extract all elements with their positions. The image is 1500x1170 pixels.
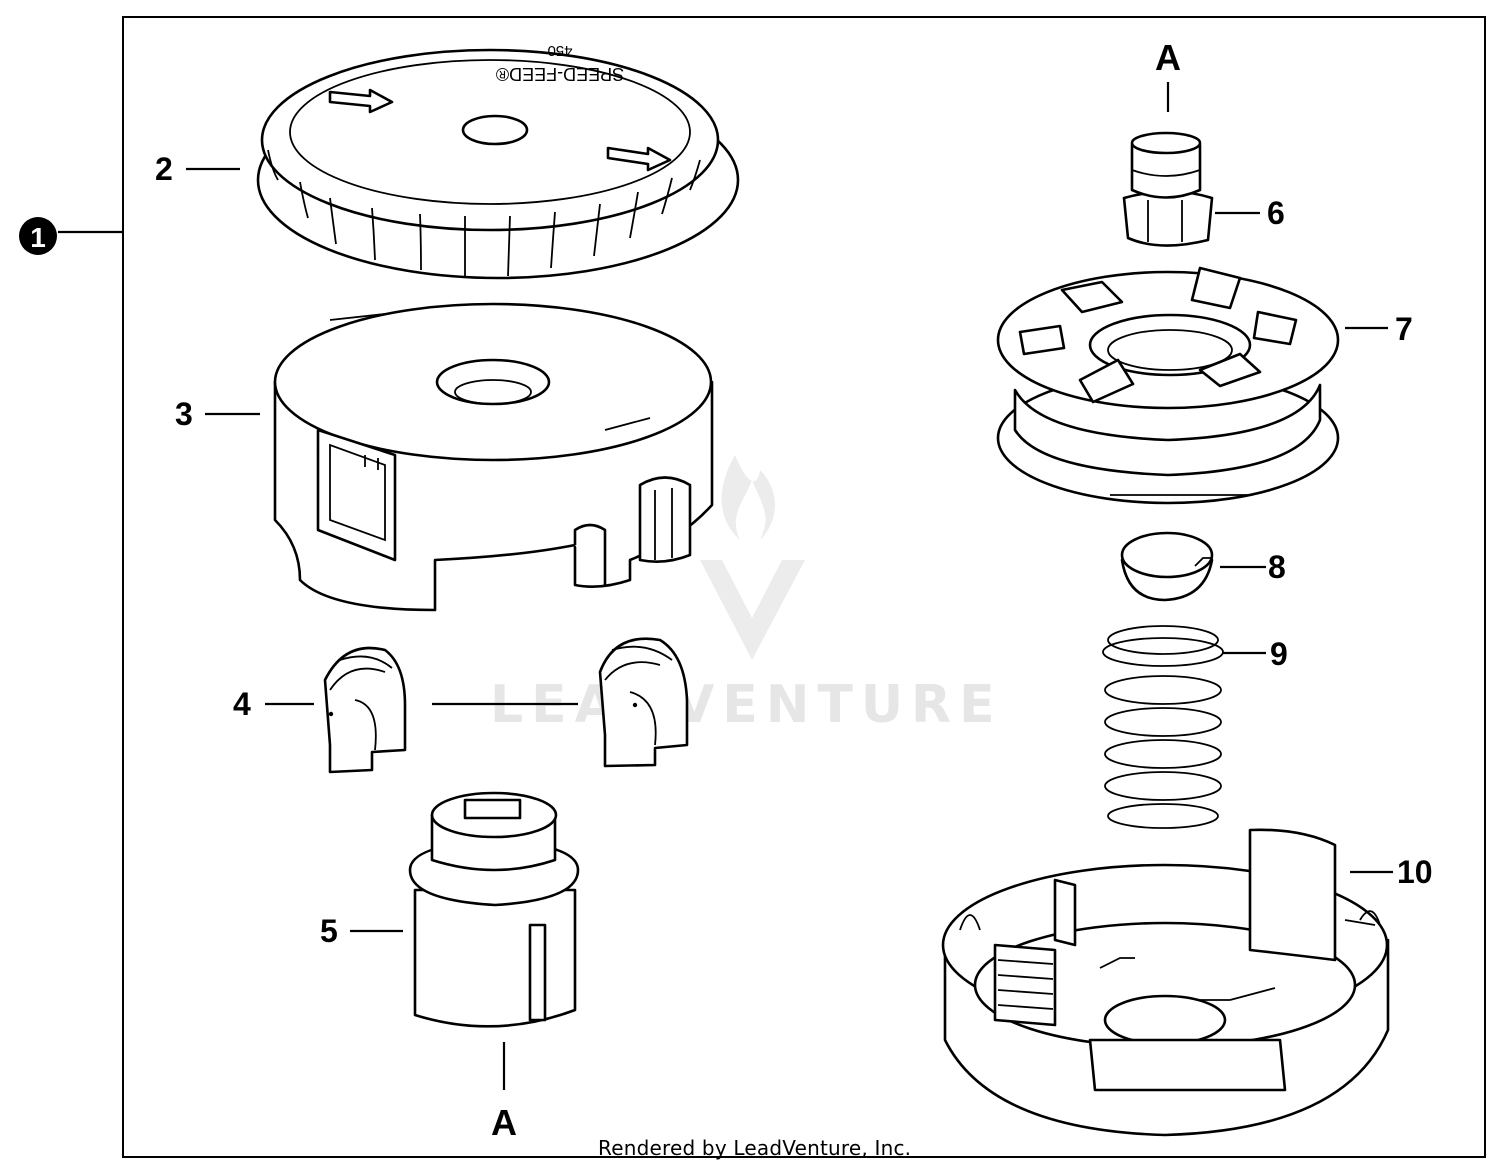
- part-8-cap: [1120, 531, 1214, 602]
- callout-7: 7: [1395, 311, 1413, 347]
- part-7-spool: [996, 266, 1340, 505]
- callout-9: 9: [1270, 636, 1288, 672]
- part-10-base: [941, 828, 1390, 1137]
- part-9-spring: [1102, 625, 1224, 829]
- callout-4: 4: [233, 686, 251, 722]
- part-4-eyelet-right: [598, 637, 689, 768]
- part-4-eyelet-left: [323, 646, 407, 774]
- leader-lines: [186, 167, 1393, 933]
- part-3-housing: [273, 302, 714, 612]
- cover-model-text: 450: [547, 42, 572, 59]
- callout-10: 10: [1397, 854, 1433, 890]
- reference-letter-top: A: [1155, 37, 1181, 78]
- watermark: LEADVENTURE: [490, 455, 995, 735]
- callout-2: 2: [155, 151, 173, 187]
- part-6-bolt: [1122, 131, 1214, 247]
- cover-brand-text: SPEED-FEED®: [496, 64, 624, 84]
- diagram-frame: [122, 16, 1486, 1158]
- reference-letter-bottom: A: [491, 1102, 517, 1143]
- footer-credit: Rendered by LeadVenture, Inc.: [598, 1136, 912, 1160]
- callout-6: 6: [1267, 195, 1285, 231]
- assembly-number: 1: [30, 222, 46, 253]
- callout-5: 5: [320, 913, 338, 949]
- assembly-1-callout: 1: [19, 217, 122, 255]
- part-5-adapter: [408, 791, 580, 1028]
- callout-8: 8: [1268, 549, 1286, 585]
- callout-3: 3: [175, 396, 193, 432]
- part-2-cover: SPEED-FEED® 450: [256, 42, 740, 280]
